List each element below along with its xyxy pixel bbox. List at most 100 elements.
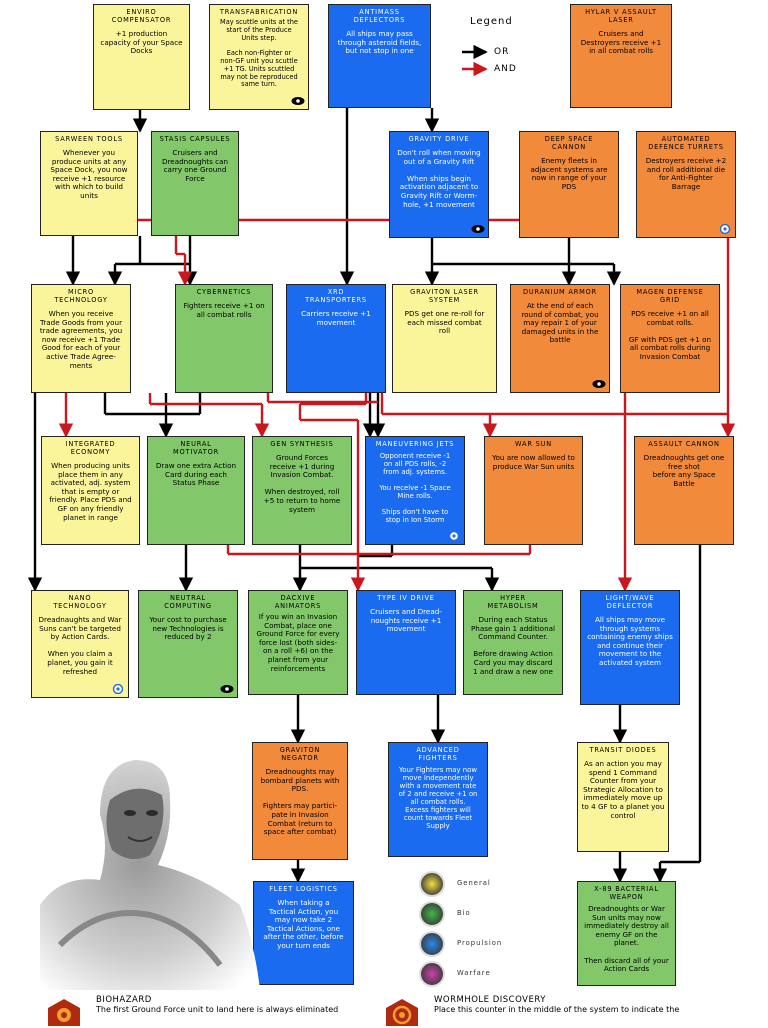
card-title: XRD TRANSPORTERS	[305, 288, 367, 304]
card-maneuvering-jets[interactable]: MANEUVERING JETS Opponent receive -1 on …	[365, 436, 465, 545]
alien-character-illustration	[40, 760, 260, 990]
card-title: WAR SUN	[515, 440, 552, 448]
card-title: DACXIVE ANIMATORS	[274, 594, 322, 610]
card-hyper-metabolism[interactable]: HYPER METABOLISM During each Status Phas…	[463, 590, 563, 695]
card-x-89-bacterial-weapon[interactable]: X-89 BACTERIAL WEAPON Dreadnoughts or Wa…	[577, 881, 676, 986]
category-label: Bio	[457, 909, 471, 917]
card-war-sun[interactable]: WAR SUN You are now allowed to produce W…	[484, 436, 583, 545]
card-duranium-armor[interactable]: DURANIUM ARMOR At the end of each round …	[510, 284, 610, 393]
card-antimass-deflectors[interactable]: ANTIMASS DEFLECTORS All ships may pass t…	[328, 4, 431, 108]
category-general: General	[419, 871, 529, 897]
category-bio: Bio	[419, 901, 529, 927]
legend-title: Legend	[470, 16, 513, 27]
card-title: FLEET LOGISTICS	[269, 885, 338, 893]
card-micro-technology[interactable]: MICRO TECHNOLOGY When you receive Trade …	[31, 284, 131, 393]
card-neural-motivator[interactable]: NEURAL MOTIVATOR Draw one extra Action C…	[147, 436, 245, 545]
footer-biohazard: BIOHAZARD The first Ground Force unit to…	[48, 996, 416, 1026]
card-title: HYLAR V ASSAULT LASER	[585, 8, 657, 24]
wormhole-text: Place this counter in the middle of the …	[434, 1005, 680, 1014]
card-sarween-tools[interactable]: SARWEEN TOOLS Whenever you produce units…	[40, 131, 138, 236]
card-title: DURANIUM ARMOR	[523, 288, 597, 296]
card-body: Destroyers receive +2 and roll additiona…	[645, 156, 727, 191]
card-title: ASSAULT CANNON	[648, 440, 720, 448]
card-title: GRAVITON LASER SYSTEM	[410, 288, 479, 304]
wormhole-title: WORMHOLE DISCOVERY	[434, 995, 546, 1005]
card-automated-defence-turrets[interactable]: AUTOMATED DEFENCE TURRETS Destroyers rec…	[636, 131, 736, 238]
card-hylar-v-assault-laser[interactable]: HYLAR V ASSAULT LASER Cruisers and Destr…	[570, 4, 672, 108]
faction-symbol-icon	[719, 224, 731, 234]
race-icon	[220, 685, 234, 693]
card-body: Your Fighters may now move Independently…	[398, 766, 478, 830]
card-title: NEUTRAL COMPUTING	[164, 594, 212, 610]
card-title: MICRO TECHNOLOGY	[54, 288, 108, 304]
card-body: When taking a Tactical Action, you may n…	[263, 898, 344, 950]
card-title: GEN SYNTHESIS	[270, 440, 334, 448]
card-nano-technology[interactable]: NANO TECHNOLOGY Dreadnaughts and War Sun…	[31, 590, 129, 698]
card-magen-defense-grid[interactable]: MAGEN DEFENSE GRID PDS receive +1 on all…	[620, 284, 720, 393]
bio-orb-icon	[419, 901, 445, 927]
category-label: Warfare	[457, 969, 491, 977]
card-title: LIGHT/WAVE DEFLECTOR	[605, 594, 655, 610]
card-light-wave-deflector[interactable]: LIGHT/WAVE DEFLECTOR All ships may move …	[580, 590, 680, 705]
card-body: Dreadnoughts may bombard planets with PD…	[260, 767, 340, 837]
card-body: Don't roll when moving out of a Gravity …	[397, 148, 481, 209]
card-title: TYPE IV DRIVE	[377, 594, 435, 602]
card-cybernetics[interactable]: CYBERNETICS Fighters receive +1 on all c…	[175, 284, 273, 393]
biohazard-icon	[48, 999, 80, 1026]
card-dacxive-animators[interactable]: DACXIVE ANIMATORS If you win an Invasion…	[248, 590, 348, 695]
card-body: Opponent receive -1 on all PDS rolls, -2…	[379, 452, 451, 524]
card-enviro-compensator[interactable]: ENVIRO COMPENSATOR +1 production capacit…	[93, 4, 190, 110]
card-stasis-capsules[interactable]: STASIS CAPSULES Cruisers and Dreadnought…	[151, 131, 239, 236]
card-gen-synthesis[interactable]: GEN SYNTHESIS Ground Forces receive +1 d…	[252, 436, 352, 545]
card-xrd-transporters[interactable]: XRD TRANSPORTERS Carriers receive +1 mov…	[286, 284, 386, 393]
card-body: At the end of each round of combat, you …	[521, 301, 599, 345]
card-fleet-logistics[interactable]: FLEET LOGISTICS When taking a Tactical A…	[253, 881, 354, 985]
card-title: GRAVITON NEGATOR	[279, 746, 321, 762]
card-title: NEURAL MOTIVATOR	[173, 440, 219, 456]
card-title: AUTOMATED DEFENCE TURRETS	[648, 135, 724, 151]
card-title: GRAVITY DRIVE	[408, 135, 470, 143]
card-gravity-drive[interactable]: GRAVITY DRIVE Don't roll when moving out…	[389, 131, 489, 238]
card-body: All ships may pass through asteroid fiel…	[337, 29, 422, 56]
faction-symbol-icon	[112, 684, 124, 694]
card-body: As an action you may spend 1 Command Cou…	[581, 759, 665, 820]
card-graviton-negator[interactable]: GRAVITON NEGATOR Dreadnoughts may bombar…	[252, 742, 348, 860]
legend-and-label: AND	[494, 64, 517, 74]
card-body: PDS get one re-roll for each missed comb…	[404, 309, 485, 336]
category-label: General	[457, 879, 491, 887]
card-title: INTEGRATED ECONOMY	[65, 440, 116, 456]
card-advanced-fighters[interactable]: ADVANCED FIGHTERS Your Fighters may now …	[388, 742, 488, 857]
card-body: Cruisers and Dread- noughts receive +1 m…	[370, 607, 442, 634]
card-body: Carriers receive +1 movement	[301, 309, 371, 327]
card-body: May scuttle units at the start of the Pr…	[220, 18, 298, 89]
card-body: +1 production capacity of your Space Doc…	[100, 29, 183, 56]
card-body: Your cost to purchase new Technologies i…	[149, 615, 227, 642]
card-type-iv-drive[interactable]: TYPE IV DRIVE Cruisers and Dread- nought…	[356, 590, 456, 695]
card-graviton-laser-system[interactable]: GRAVITON LASER SYSTEM PDS get one re-rol…	[392, 284, 497, 393]
card-title: TRANSIT DIODES	[589, 746, 657, 754]
card-body: Enemy fleets in adjacent systems are now…	[530, 156, 608, 191]
card-body: Dreadnoughts get one free shot before an…	[643, 453, 725, 488]
wormhole-icon	[386, 999, 418, 1026]
card-deep-space-cannon[interactable]: DEEP SPACE CANNON Enemy fleets in adjace…	[519, 131, 619, 238]
card-transfabrication[interactable]: TRANSFABRICATION May scuttle units at th…	[209, 4, 309, 110]
warfare-race-icon	[291, 97, 305, 105]
card-assault-cannon[interactable]: ASSAULT CANNON Dreadnoughts get one free…	[634, 436, 734, 545]
card-title: MANEUVERING JETS	[375, 440, 455, 448]
category-label: Propulsion	[457, 939, 503, 947]
category-propulsion: Propulsion	[419, 931, 529, 957]
card-body: You are now allowed to produce War Sun u…	[492, 453, 575, 471]
card-body: PDS receive +1 on all combat rolls. GF w…	[628, 309, 712, 361]
card-neutral-computing[interactable]: NEUTRAL COMPUTING Your cost to purchase …	[138, 590, 238, 698]
card-title: ENVIRO COMPENSATOR	[111, 8, 172, 24]
card-title: ANTIMASS DEFLECTORS	[353, 8, 406, 24]
card-title: NANO TECHNOLOGY	[53, 594, 107, 610]
card-title: STASIS CAPSULES	[159, 135, 231, 143]
card-body: Dreadnaughts and War Suns can't be targe…	[38, 615, 122, 676]
card-integrated-economy[interactable]: INTEGRATED ECONOMY When producing units …	[41, 436, 140, 545]
card-body: All ships may move through systems conta…	[587, 615, 673, 667]
card-transit-diodes[interactable]: TRANSIT DIODES As an action you may spen…	[577, 742, 669, 852]
card-body: Dreadnoughts or War Sun units may now im…	[584, 904, 669, 974]
race-icon	[471, 225, 485, 233]
